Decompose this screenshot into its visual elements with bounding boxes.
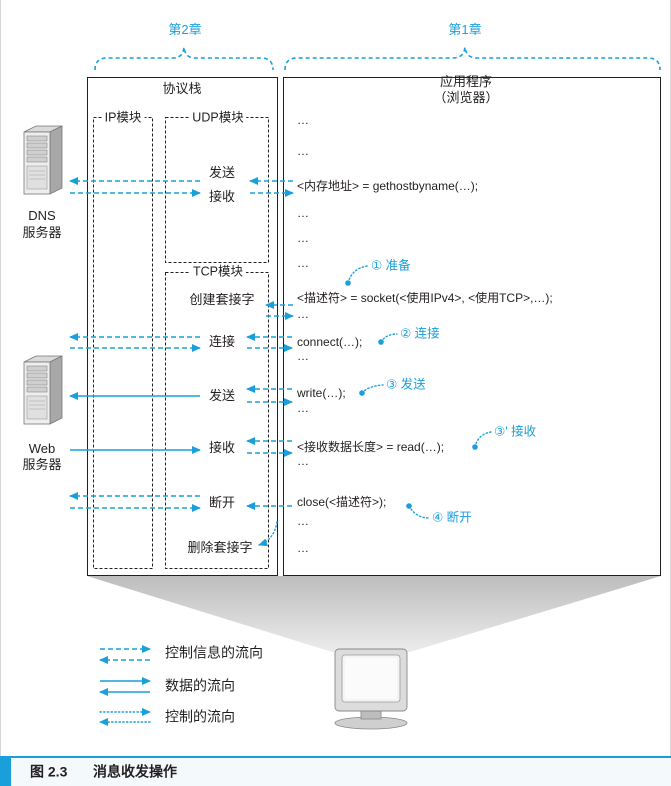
application-subtitle: （浏览器） bbox=[433, 90, 499, 106]
ip-module-box bbox=[93, 117, 153, 569]
code-line-connect: connect(…); bbox=[297, 334, 363, 349]
op-delete-socket: 删除套接字 bbox=[187, 540, 253, 556]
op-disconnect: 断开 bbox=[208, 495, 236, 511]
step-disconnect-label: ④ 断开 bbox=[432, 510, 472, 525]
step-connect-leader bbox=[380, 333, 398, 343]
ip-module-label: IP模块 bbox=[101, 110, 145, 126]
code-line: … bbox=[297, 306, 309, 321]
code-line-read: <接收数据长度> = read(…); bbox=[297, 439, 445, 454]
web-server-icon bbox=[18, 354, 66, 426]
monitor-icon bbox=[330, 647, 412, 731]
code-line: … bbox=[297, 513, 309, 528]
udp-module-label: UDP模块 bbox=[189, 110, 247, 126]
code-line-close: close(<描述符>); bbox=[297, 494, 387, 509]
delete-socket-arrow bbox=[258, 521, 278, 547]
application-title: 应用程序 bbox=[439, 74, 493, 90]
step-receive-label: ③' 接收 bbox=[494, 424, 537, 439]
code-line: … bbox=[297, 143, 309, 158]
step-prepare-leader bbox=[347, 265, 369, 284]
protocol-stack-title: 协议栈 bbox=[162, 81, 202, 97]
op-udp-send: 发送 bbox=[208, 165, 236, 181]
code-line: … bbox=[297, 453, 309, 468]
code-line-socket: <描述符> = socket(<使用IPv4>, <使用TCP>,…); bbox=[297, 290, 553, 305]
op-connect: 连接 bbox=[208, 334, 236, 350]
chapter2-brace bbox=[94, 46, 274, 71]
op-create-socket: 创建套接字 bbox=[189, 292, 255, 308]
figure-number: 图 2.3 bbox=[30, 763, 68, 780]
op-udp-receive: 接收 bbox=[208, 189, 236, 205]
client-projection bbox=[87, 576, 661, 652]
code-line: … bbox=[297, 348, 309, 363]
web-server-label: 服务器 bbox=[22, 457, 62, 473]
step-receive-leader bbox=[474, 431, 492, 448]
caption-marker bbox=[0, 756, 11, 786]
chapter1-brace bbox=[284, 46, 661, 71]
tcp-module-box bbox=[165, 272, 269, 569]
dns-server-name: DNS bbox=[28, 208, 56, 224]
chapter2-label: 第2章 bbox=[168, 22, 202, 38]
legend-control-info-label: 控制信息的流向 bbox=[165, 644, 263, 661]
chapter1-label: 第1章 bbox=[448, 22, 482, 38]
step-disconnect-leader bbox=[408, 505, 430, 519]
code-line: … bbox=[297, 255, 309, 270]
step-prepare-label: ① 准备 bbox=[371, 258, 411, 273]
caption-bar bbox=[0, 757, 671, 786]
code-line: … bbox=[297, 205, 309, 220]
application-box bbox=[283, 77, 661, 576]
protocol-stack-box bbox=[87, 77, 278, 576]
legend-data-label: 数据的流向 bbox=[165, 677, 235, 694]
legend-control-label: 控制的流向 bbox=[165, 708, 235, 725]
code-line: … bbox=[297, 230, 309, 245]
step-send-label: ③ 发送 bbox=[386, 377, 426, 392]
code-line: … bbox=[297, 540, 309, 555]
code-line: … bbox=[297, 400, 309, 415]
code-line: … bbox=[297, 112, 309, 127]
code-line-gethostbyname: <内存地址> = gethostbyname(…); bbox=[297, 178, 479, 193]
dns-server-icon bbox=[18, 124, 66, 196]
step-connect-label: ② 连接 bbox=[400, 326, 440, 341]
code-line-write: write(…); bbox=[297, 385, 346, 400]
step-send-leader bbox=[361, 384, 384, 394]
web-server-name: Web bbox=[28, 441, 56, 457]
figure-title: 消息收发操作 bbox=[93, 763, 177, 780]
op-receive: 接收 bbox=[208, 440, 236, 456]
dns-server-label: 服务器 bbox=[22, 225, 62, 241]
tcp-module-label: TCP模块 bbox=[189, 264, 247, 280]
op-send: 发送 bbox=[208, 388, 236, 404]
